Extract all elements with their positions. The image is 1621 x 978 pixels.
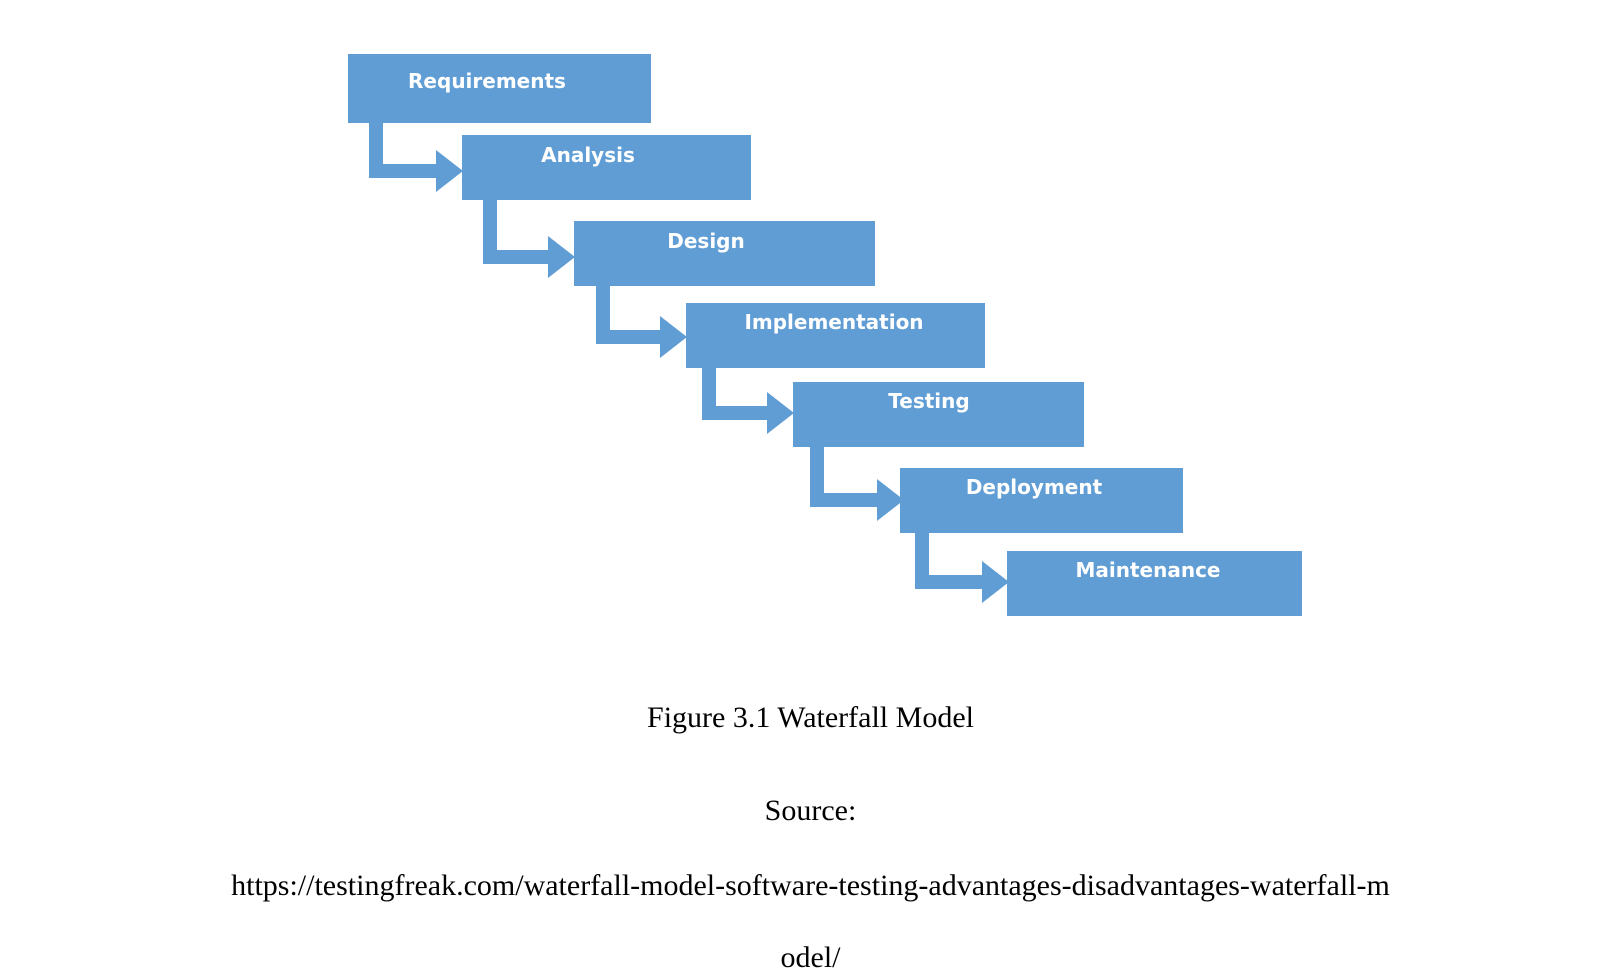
connector-arrow-4 (702, 365, 794, 434)
waterfall-diagram: Requirements Analysis Design Implementat… (348, 54, 1302, 616)
stage-label: Testing (888, 389, 969, 413)
source-url-line-1: https://testingfreak.com/waterfall-model… (231, 869, 1390, 902)
stage-label: Maintenance (1075, 558, 1220, 582)
stage-label: Analysis (541, 143, 635, 167)
connector-arrow-2 (483, 199, 575, 278)
connector-arrow-6 (915, 530, 1009, 603)
stage-maintenance: Maintenance (1007, 551, 1302, 616)
stage-label: Design (667, 229, 744, 253)
stage-requirements: Requirements (348, 54, 651, 123)
source-url-line-2: odel/ (780, 941, 841, 974)
stage-label: Requirements (408, 69, 566, 93)
stage-label: Deployment (966, 475, 1103, 499)
stage-label: Implementation (744, 310, 923, 334)
figure-caption: Figure 3.1 Waterfall Model (647, 701, 974, 734)
connector-arrow-1 (369, 122, 463, 192)
source-label: Source: (764, 794, 857, 827)
stage-design: Design (574, 221, 875, 286)
stage-deployment: Deployment (900, 468, 1183, 533)
stage-analysis: Analysis (462, 135, 751, 200)
stage-implementation: Implementation (686, 303, 985, 368)
connector-arrow-5 (810, 444, 904, 521)
connector-arrow-3 (596, 284, 687, 358)
stage-testing: Testing (793, 382, 1084, 447)
